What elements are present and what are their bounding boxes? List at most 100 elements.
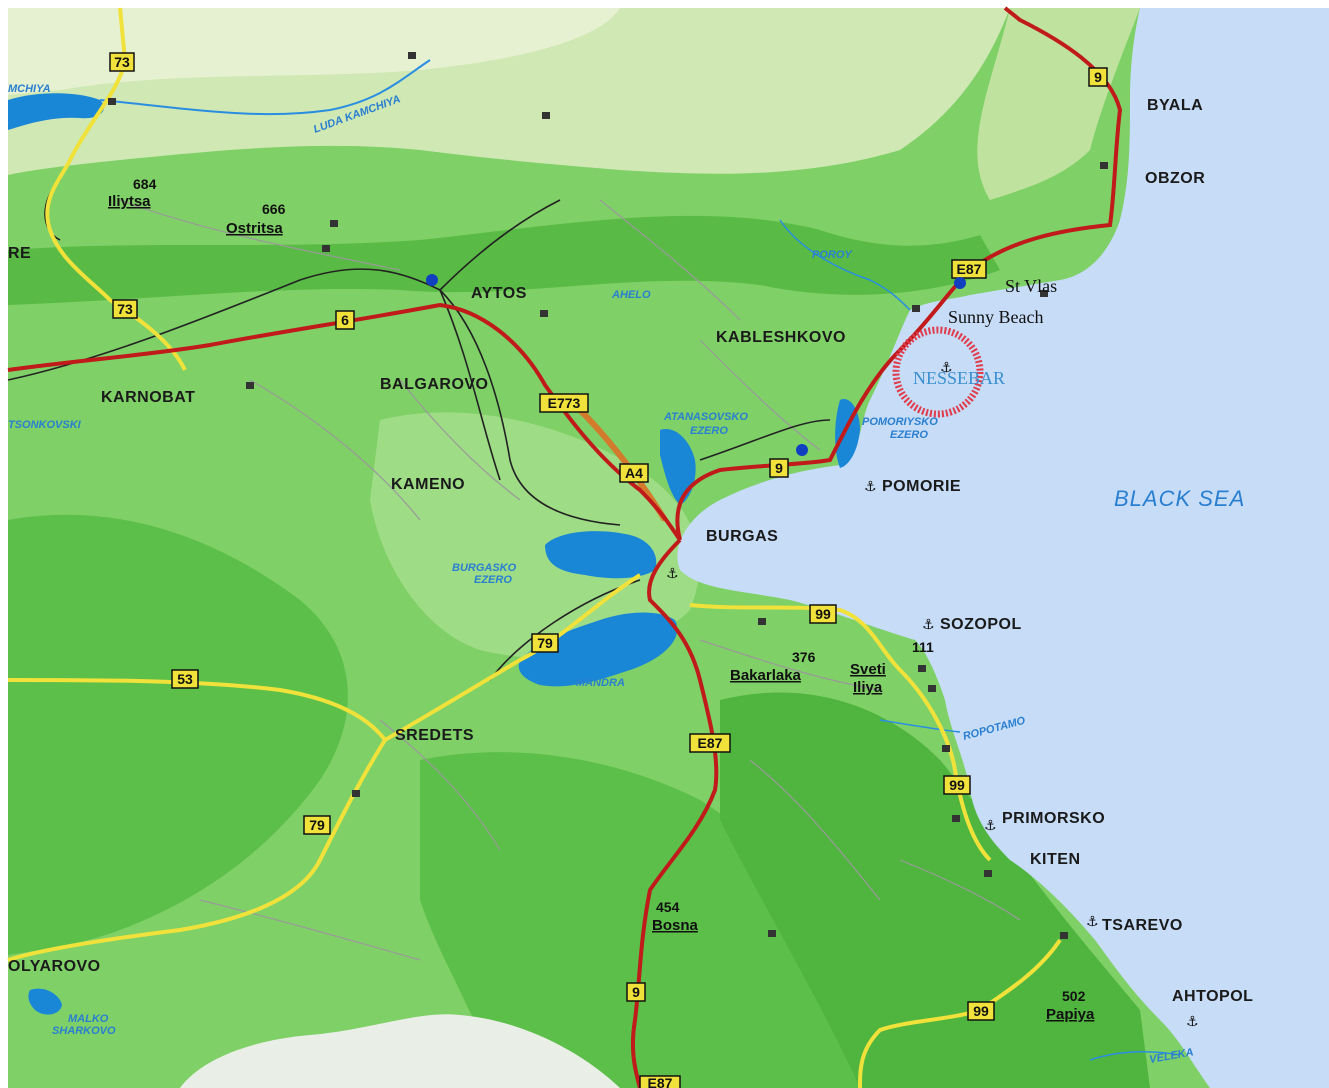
town-label: BYALA — [1147, 97, 1203, 114]
peak-name: Bakarlaka — [730, 667, 802, 684]
town-label: SOZOPOL — [940, 616, 1022, 633]
route-shield: E87 — [689, 733, 731, 753]
svg-text:A4: A4 — [625, 465, 643, 481]
town-label: TSAREVO — [1102, 917, 1183, 934]
border-area-south — [180, 1014, 620, 1088]
town-label: OBZOR — [1145, 170, 1205, 187]
route-shield: 53 — [171, 669, 199, 689]
water-label: POROY — [812, 249, 853, 261]
black-sea — [677, 8, 1329, 1088]
route-shield: 73 — [109, 52, 135, 72]
svg-text:79: 79 — [537, 635, 553, 651]
peak-name: Sveti — [850, 661, 886, 678]
svg-text:73: 73 — [117, 301, 133, 317]
town-markers — [108, 52, 1108, 939]
svg-text:99: 99 — [949, 777, 965, 793]
lake-atanasovsko — [660, 429, 696, 505]
town-label: BALGAROVO — [380, 376, 489, 393]
lake-mandra — [518, 612, 678, 687]
town-label: RE — [8, 245, 31, 262]
route-shield: 9 — [626, 982, 646, 1002]
river-luda-kamchiya — [99, 59, 431, 116]
svg-text:9: 9 — [775, 460, 783, 476]
route-shield: 73 — [112, 299, 138, 319]
town-label: KARNOBAT — [101, 389, 195, 406]
anchor-icon: ⚓ — [666, 566, 679, 582]
route-shield: E87 — [639, 1075, 681, 1088]
forest-south — [420, 752, 880, 1088]
resort-label: Sunny Beach — [948, 307, 1043, 327]
peak-height: 684 — [133, 176, 157, 192]
nessebar-highlight-circle[interactable] — [892, 326, 984, 418]
route-shield: A4 — [619, 463, 649, 483]
peak-name: Ostritsa — [226, 220, 283, 237]
lake-kamchiya — [8, 93, 104, 130]
minor-roads — [119, 199, 1021, 961]
water-label: EZERO — [890, 429, 928, 441]
route-shield: 99 — [943, 775, 971, 795]
svg-text:73: 73 — [114, 54, 130, 70]
forest-south-west — [8, 514, 348, 955]
route-shield: 9 — [1088, 67, 1108, 87]
water-label: MANDRA — [576, 677, 625, 689]
route-shield: E87 — [951, 259, 987, 279]
town-label: AYTOS — [471, 285, 527, 302]
anchor-icon: ⚓ — [864, 479, 877, 495]
river-veleka — [1089, 1050, 1181, 1061]
anchor-icon: ⚓ — [922, 617, 935, 633]
svg-text:E87: E87 — [957, 261, 982, 277]
water-label: ATANASOVSKO — [663, 411, 748, 423]
svg-text:53: 53 — [177, 671, 193, 687]
water-label: TSONKOVSKI — [8, 419, 82, 431]
forest-belt-north — [8, 215, 1000, 305]
route-shields: 73 73 6 9 E87 E773 A4 9 99 79 53 E87 99 … — [109, 52, 1108, 1088]
water-label: BURGASKO — [452, 562, 517, 574]
peak-name: Bosna — [652, 917, 699, 934]
anchor-icon: ⚓ — [1086, 914, 1099, 930]
town-label: KABLESHKOVO — [716, 329, 846, 346]
svg-text:99: 99 — [815, 606, 831, 622]
anchor-icon: ⚓ — [940, 360, 953, 376]
svg-text:79: 79 — [309, 817, 325, 833]
airport-icon — [954, 277, 966, 289]
water-label: MCHIYA — [8, 83, 51, 95]
town-label: SREDETS — [395, 727, 474, 744]
route-shield: 79 — [303, 815, 331, 835]
peak-height: 502 — [1062, 988, 1086, 1004]
river-poroy — [779, 219, 911, 311]
port-icons: ⚓ ⚓ ⚓ ⚓ ⚓ ⚓ ⚓ — [666, 360, 1199, 1030]
peak-name: Iliytsa — [108, 193, 151, 210]
svg-text:E773: E773 — [548, 395, 581, 411]
svg-text:9: 9 — [632, 984, 640, 1000]
svg-text:9: 9 — [1094, 69, 1102, 85]
town-label: BURGAS — [706, 528, 778, 545]
water-label: SHARKOVO — [52, 1025, 116, 1037]
town-label: PRIMORSKO — [1002, 810, 1105, 827]
anchor-icon: ⚓ — [1186, 1014, 1199, 1030]
yellow-roads — [7, 7, 1062, 1088]
anchor-icon: ⚓ — [984, 818, 997, 834]
svg-text:E87: E87 — [648, 1075, 673, 1088]
svg-text:6: 6 — [341, 312, 349, 328]
peak-height: 666 — [262, 201, 286, 217]
main-roads — [7, 6, 1123, 1088]
town-label: KAMENO — [391, 476, 465, 493]
forest-strandzha — [720, 692, 1150, 1088]
water-label: MALKO — [68, 1013, 109, 1025]
nessebar-label[interactable]: NESSEBAR — [913, 368, 1005, 388]
lake-malko-sharkovo — [28, 988, 62, 1015]
resort-label: St Vlas — [1005, 276, 1057, 296]
water-label: AHELO — [611, 289, 651, 301]
river-ropotamo — [879, 719, 961, 733]
peak-name: Papiya — [1046, 1006, 1095, 1023]
town-label: POMORIE — [882, 478, 961, 495]
svg-text:99: 99 — [973, 1003, 989, 1019]
lowland-burgas — [370, 412, 700, 658]
peak-height: 454 — [656, 899, 680, 915]
route-shield: 79 — [531, 633, 559, 653]
resort-labels: St Vlas Sunny Beach — [948, 276, 1057, 327]
route-shield: E773 — [539, 393, 589, 413]
hills-north-east — [977, 8, 1140, 200]
